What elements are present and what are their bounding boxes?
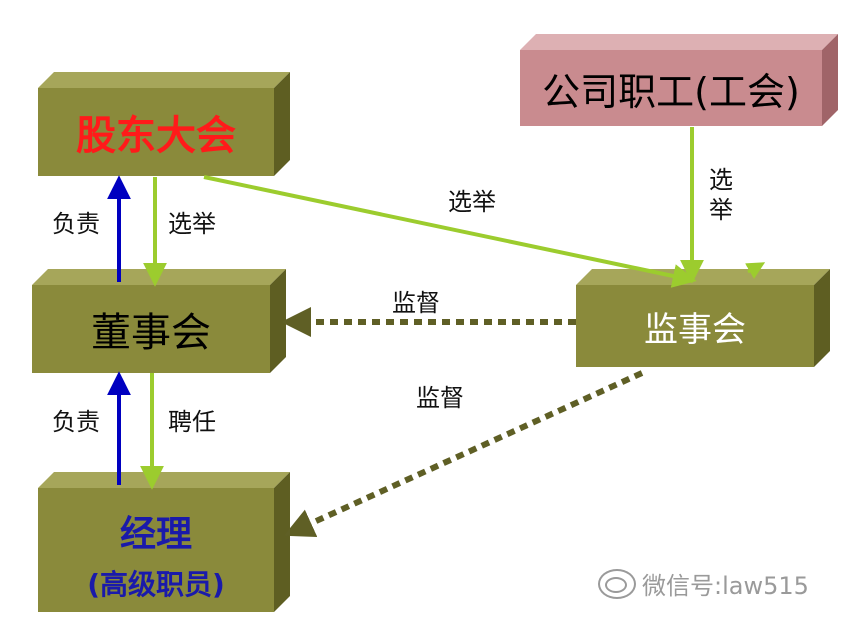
label-shareholders-elect-board: 选举 xyxy=(168,210,216,238)
label-board-hires-manager: 聘任 xyxy=(168,408,216,436)
employees-box xyxy=(520,34,838,126)
small-arrow-mark xyxy=(745,262,766,279)
label-board-responsible-to-shareholders: 负责 xyxy=(52,210,100,238)
board-box xyxy=(32,269,286,373)
shareholders-box xyxy=(38,72,290,176)
watermark: 微信号:law515 xyxy=(598,566,809,601)
wechat-icon xyxy=(598,568,636,599)
arrow-shareholders-to-supervisors xyxy=(203,175,697,288)
supervisors-box xyxy=(576,269,830,367)
label-shareholders-elect-supervisors: 选举 xyxy=(448,188,496,216)
label-supervisors-monitor-manager: 监督 xyxy=(416,384,464,412)
arrow-supervisors-to-manager xyxy=(283,370,644,537)
label-employees-elect-supervisors: 选举 xyxy=(709,166,733,224)
watermark-text: 微信号:law515 xyxy=(642,572,809,600)
label-manager-responsible-to-board: 负责 xyxy=(52,408,100,436)
manager-box xyxy=(38,472,290,612)
label-supervisors-monitor-board: 监督 xyxy=(392,289,440,317)
